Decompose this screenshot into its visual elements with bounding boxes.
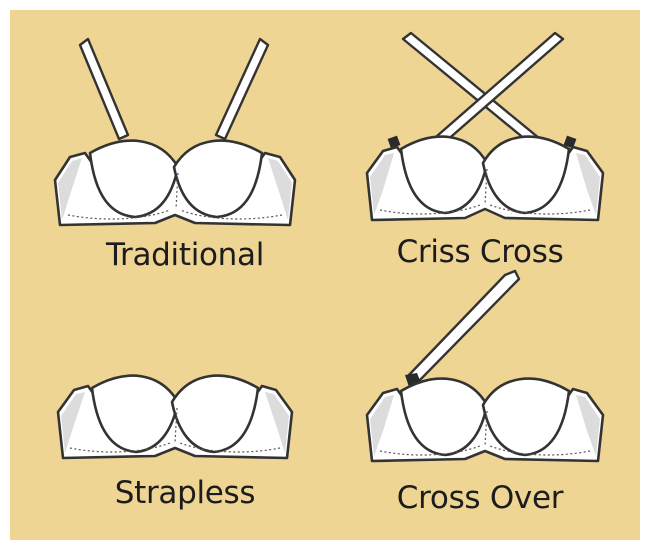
right-cup (481, 135, 571, 215)
bra-styles-diagram: Traditional Criss Cross (10, 10, 640, 540)
strapless-label: Strapless (114, 475, 256, 511)
right-cup (172, 139, 264, 219)
traditional-label: Traditional (105, 237, 265, 273)
left-cup (88, 139, 180, 219)
criss-cross-bra-illustration (365, 31, 605, 222)
right-cup (481, 377, 571, 457)
strapless-bra-illustration (56, 374, 294, 460)
strap-left-to-right (401, 31, 547, 151)
cross-over-bra-illustration (365, 269, 605, 463)
cross-over-cell: Cross Over (355, 265, 635, 540)
cross-over-strap (405, 269, 521, 385)
right-cup (170, 374, 260, 454)
left-cup (399, 135, 489, 215)
cross-over-label: Cross Over (396, 480, 564, 516)
right-strap (214, 37, 270, 141)
left-strap (78, 37, 130, 141)
traditional-bra-illustration (53, 37, 297, 227)
strap-right-to-left (427, 31, 565, 151)
left-cup (90, 374, 180, 454)
criss-cross-label: Criss Cross (396, 234, 564, 270)
traditional-cell: Traditional (40, 25, 330, 290)
left-cup (399, 377, 489, 457)
strapless-cell: Strapless (40, 340, 330, 540)
criss-cross-cell: Criss Cross (355, 25, 635, 290)
